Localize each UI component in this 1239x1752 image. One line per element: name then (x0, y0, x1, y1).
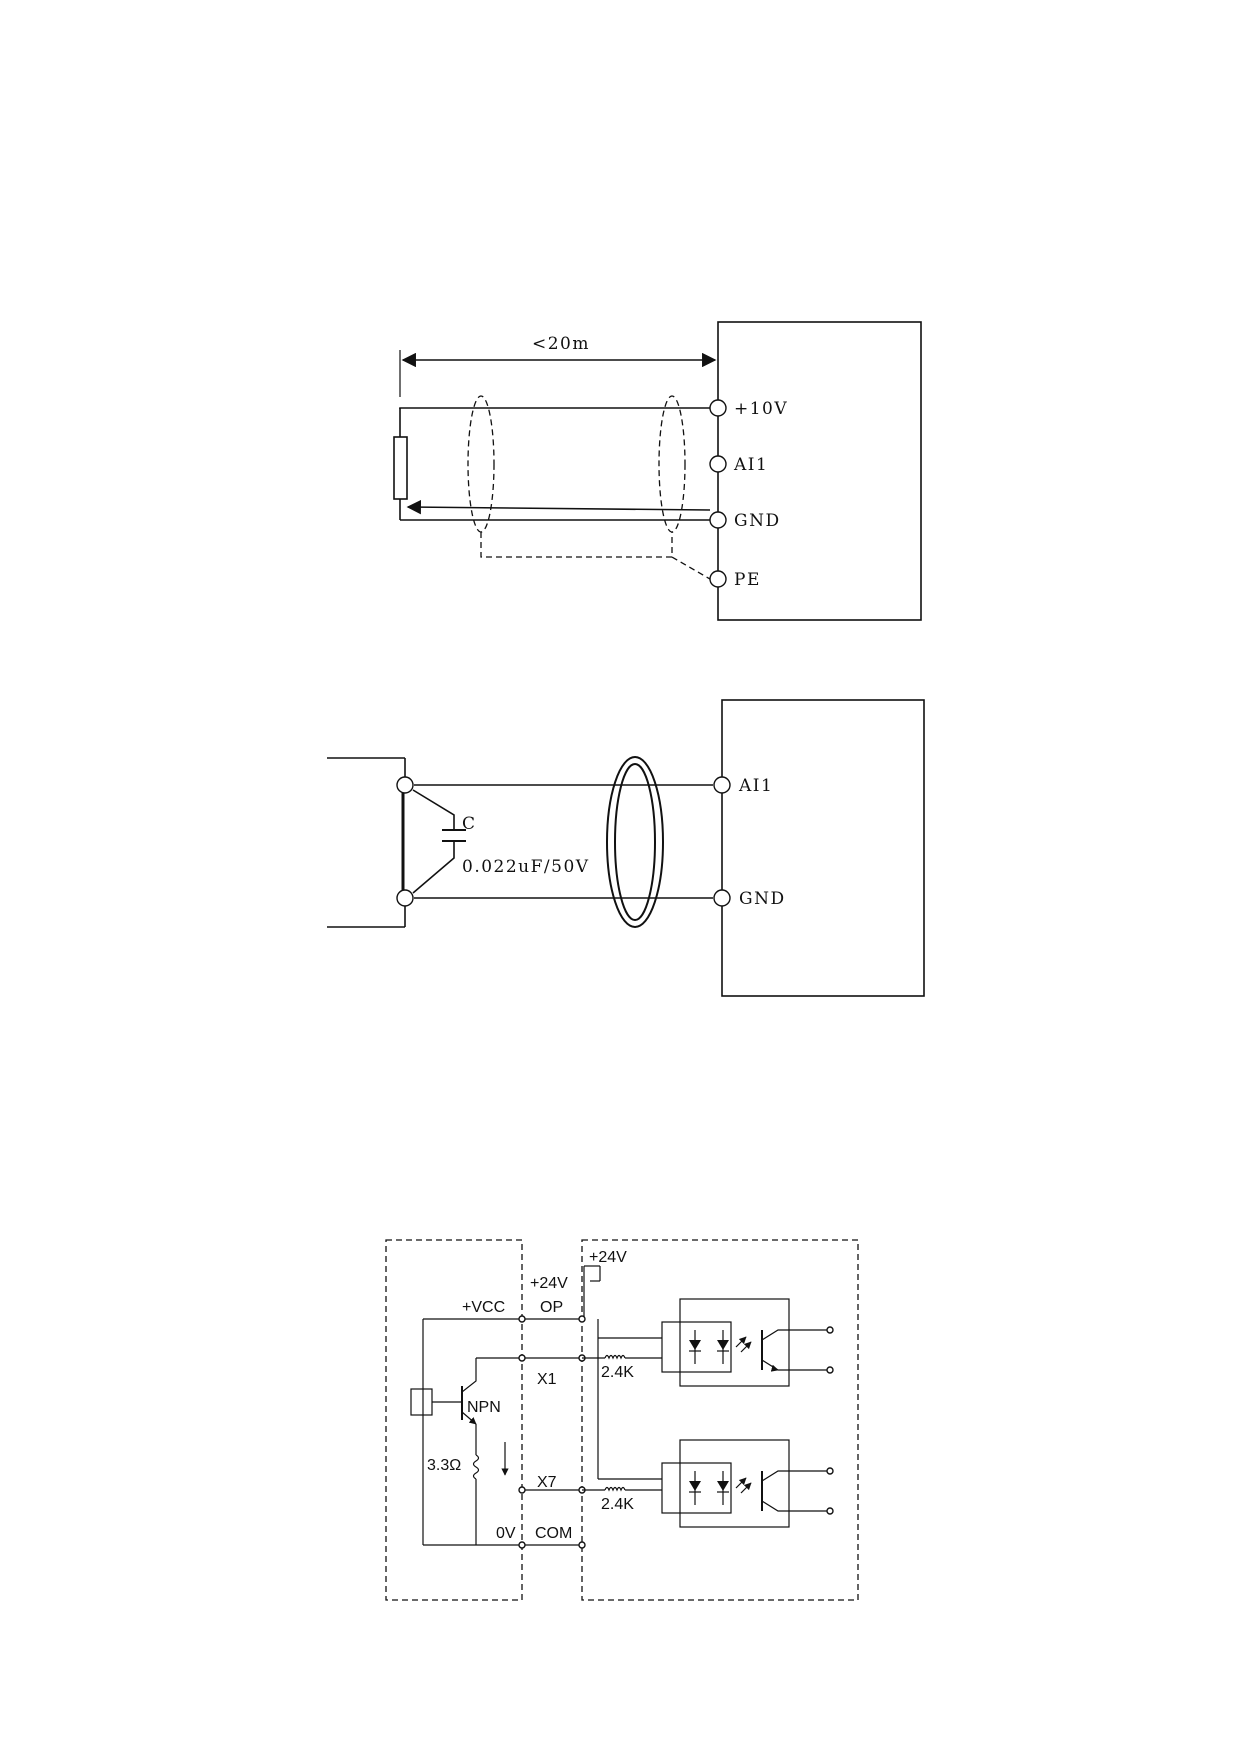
diagram-capacitor-filter: C 0.022uF/50V AI1 GND (327, 699, 925, 997)
terminal-ai1-2 (713, 776, 731, 794)
shield-ellipse-left (467, 395, 495, 533)
emitter-resistor (472, 1454, 480, 1480)
sensor-block (410, 1388, 433, 1416)
capacitor-label: C (462, 814, 477, 834)
label-com: COM (535, 1525, 572, 1542)
shield-ellipse-right (658, 395, 686, 533)
drive-terminal-box-2 (721, 699, 925, 997)
label-op: OP (540, 1299, 563, 1316)
label-gnd-2: GND (739, 889, 786, 909)
input-resistor-2 (604, 1486, 626, 1492)
shield-to-pe (671, 556, 711, 580)
source-terminal-top (396, 776, 414, 794)
input-resistor-1-label: 2.4K (601, 1364, 634, 1381)
label-0v: 0V (496, 1525, 516, 1542)
terminal-gnd (709, 511, 727, 529)
diagram-npn-input-wiring: +24V NPN 3.3Ω +VCC 0V +24V OP X (385, 1239, 859, 1601)
emitter-resistor-label: 3.3Ω (427, 1457, 461, 1474)
capacitor-top-lead (412, 789, 455, 830)
distance-label: <20m (532, 334, 590, 354)
source-terminal-bottom (396, 889, 414, 907)
capacitor-value: 0.022uF/50V (462, 857, 590, 877)
capacitor-bottom-lead (412, 841, 455, 894)
wire-plus10v (399, 407, 710, 409)
label-ai1-2: AI1 (738, 776, 773, 796)
external-device-box (385, 1239, 523, 1601)
shield-drain-wire (480, 532, 673, 558)
potentiometer (393, 436, 408, 500)
label-pe: PE (734, 570, 761, 590)
label-vcc: +VCC (462, 1299, 505, 1316)
optocoupler-1 (661, 1298, 834, 1387)
input-resistor-2-label: 2.4K (601, 1496, 634, 1513)
label-plus10v: +10V (734, 399, 788, 419)
npn-emitter (461, 1411, 477, 1425)
wiper-arrow (406, 499, 711, 515)
drive-internal-box (581, 1239, 859, 1601)
input-resistor-1 (604, 1354, 626, 1360)
npn-collector (461, 1358, 477, 1393)
ferrite-ring-inner (614, 763, 656, 921)
terminal-pe (709, 570, 727, 588)
optocoupler-2 (661, 1439, 834, 1528)
npn-label: NPN (467, 1399, 501, 1416)
label-x7: X7 (537, 1474, 557, 1491)
label-24v-terminal: +24V (530, 1275, 568, 1292)
terminal-plus10v (709, 399, 727, 417)
label-gnd: GND (734, 511, 781, 531)
supply-label: +24V (589, 1249, 627, 1266)
terminal-ai1 (709, 455, 727, 473)
diagram-potentiometer-wiring: <20m +10V AI1 GND PE (393, 321, 922, 621)
ferrite-ring-outer (606, 756, 664, 928)
terminal-gnd-2 (713, 889, 731, 907)
label-x1: X1 (537, 1371, 557, 1388)
label-ai1: AI1 (733, 455, 768, 475)
